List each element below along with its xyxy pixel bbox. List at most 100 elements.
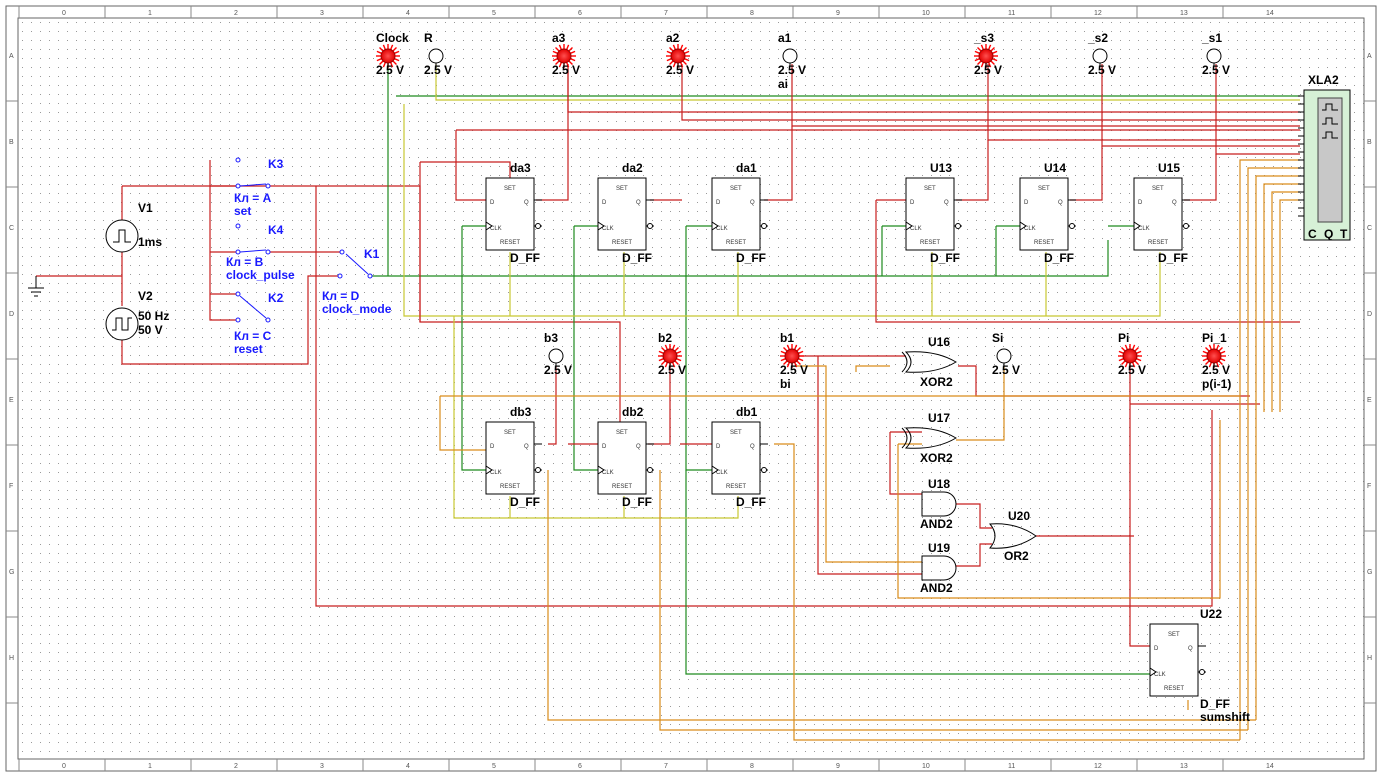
ff-type: D_FF <box>1044 251 1074 265</box>
ff-name: U15 <box>1158 161 1180 175</box>
probe-name: _s3 <box>973 31 994 45</box>
ff-name: U14 <box>1044 161 1066 175</box>
ruler-col-label: 0 <box>62 10 66 17</box>
ff-u22[interactable]: SET D Q CLK RESET U22 D_FF sumshift <box>1149 607 1250 724</box>
ruler-col-label: 8 <box>750 763 754 770</box>
probe-s1[interactable]: _s12.5 V <box>1201 31 1230 77</box>
ruler-row-label: F <box>1367 483 1371 490</box>
ruler-row-label: C <box>1367 225 1372 232</box>
ff-name: db3 <box>510 405 532 419</box>
probe-a2[interactable]: a22.5 V <box>666 31 694 77</box>
ff-type: D_FF <box>736 251 766 265</box>
source-v2[interactable]: V2 50 Hz 50 V <box>105 289 169 341</box>
ff-clk-pin: CLK <box>490 470 502 476</box>
ruler-col-label: 12 <box>1094 763 1102 770</box>
probe-s2[interactable]: _s22.5 V <box>1087 31 1116 77</box>
ruler-col-label: 1 <box>148 10 152 17</box>
ff-d-pin: D <box>910 200 915 206</box>
ruler-col-label: 6 <box>578 10 582 17</box>
probe-si[interactable]: Si2.5 V <box>992 331 1020 377</box>
ff-d-pin: D <box>716 444 721 450</box>
ruler-row-label: G <box>1367 569 1372 576</box>
probe-name: b2 <box>658 331 672 345</box>
schematic-grid <box>18 18 1364 759</box>
probe-pi1[interactable]: Pi_12.5 Vp(i-1) <box>1202 331 1231 391</box>
ff-q-pin: Q <box>1172 200 1177 206</box>
ruler-row-label: A <box>1367 53 1372 60</box>
logic-analyzer-pin-q: Q <box>1324 227 1333 241</box>
gate-u16-name: U16 <box>928 335 950 349</box>
ruler-col-label: 11 <box>1008 10 1015 17</box>
ruler-col-label: 7 <box>664 763 668 770</box>
ruler-row-label: A <box>9 53 14 60</box>
gate-u18[interactable]: U18 AND2 <box>920 477 957 531</box>
ff-q-pin: Q <box>1058 200 1063 206</box>
ff-d-pin: D <box>490 444 495 450</box>
gate-u16[interactable]: U16 XOR2 <box>901 335 957 389</box>
source-v1[interactable]: V1 1ms <box>105 201 162 253</box>
switch-k3[interactable]: K3 Кл = A set <box>234 157 284 218</box>
ff-type: D_FF <box>622 495 652 509</box>
switch-k2-key: Кл = C <box>234 329 272 343</box>
source-v2-voltage: 50 V <box>138 323 163 337</box>
switch-k2[interactable]: K2 Кл = C reset <box>234 291 284 356</box>
ruler-col-label: 12 <box>1094 10 1102 17</box>
switch-k4-name: K4 <box>268 223 284 237</box>
ff-type: D_FF <box>736 495 766 509</box>
probe-b2[interactable]: b22.5 V <box>658 331 686 377</box>
probe-s3[interactable]: _s32.5 V <box>973 31 1002 77</box>
probe-name: a3 <box>552 31 566 45</box>
switch-k4[interactable]: K4 Кл = B clock_pulse <box>226 223 295 282</box>
switch-k1[interactable]: K1 Кл = D clock_mode <box>322 247 392 316</box>
gate-u19-name: U19 <box>928 541 950 555</box>
probe-value: 2.5 V <box>780 363 808 377</box>
ff-q-pin: Q <box>944 200 949 206</box>
ff-reset-pin: RESET <box>1034 240 1054 246</box>
probe-b3[interactable]: b32.5 V <box>544 331 572 377</box>
logic-analyzer-pin-t: T <box>1340 227 1348 241</box>
probe-r[interactable]: R2.5 V <box>424 31 452 77</box>
ff-clk-pin: CLK <box>1138 226 1150 232</box>
switch-k1-name: K1 <box>364 247 380 261</box>
ff-d-pin: D <box>1138 200 1143 206</box>
probe-a1[interactable]: a12.5 Vai <box>778 31 806 91</box>
ruler-row-label: B <box>1367 139 1372 146</box>
ruler-col-label: 9 <box>836 10 840 17</box>
probe-name: Pi_1 <box>1202 331 1227 345</box>
ruler-col-label: 11 <box>1008 763 1015 770</box>
logic-analyzer-xla2[interactable]: XLA2 C Q T <box>1298 73 1351 241</box>
ff-u22-type: D_FF <box>1200 697 1230 711</box>
ruler-col-label: 8 <box>750 10 754 17</box>
probe-extra-label: p(i-1) <box>1202 377 1231 391</box>
ff-d-pin: D <box>1024 200 1029 206</box>
probe-name: a1 <box>778 31 792 45</box>
gate-u20[interactable]: U20 OR2 <box>988 509 1037 563</box>
ff-reset-pin: RESET <box>726 484 746 490</box>
gate-u20-name: U20 <box>1008 509 1030 523</box>
probe-a3[interactable]: a32.5 V <box>552 31 580 77</box>
switch-k1-key: Кл = D <box>322 289 360 303</box>
ff-set-pin: SET <box>1152 186 1164 192</box>
ruler-row-label: G <box>9 569 14 576</box>
switch-k2-label: reset <box>234 342 263 356</box>
ruler-col-label: 2 <box>234 763 238 770</box>
probe-b1[interactable]: b12.5 Vbi <box>780 331 808 391</box>
gate-u17[interactable]: U17 XOR2 <box>901 411 957 465</box>
ff-name: U13 <box>930 161 952 175</box>
gate-u19[interactable]: U19 AND2 <box>920 541 957 595</box>
ff-clk-pin: CLK <box>1024 226 1036 232</box>
probe-pi[interactable]: Pi2.5 V <box>1118 331 1146 377</box>
ruler-row-label: F <box>9 483 13 490</box>
